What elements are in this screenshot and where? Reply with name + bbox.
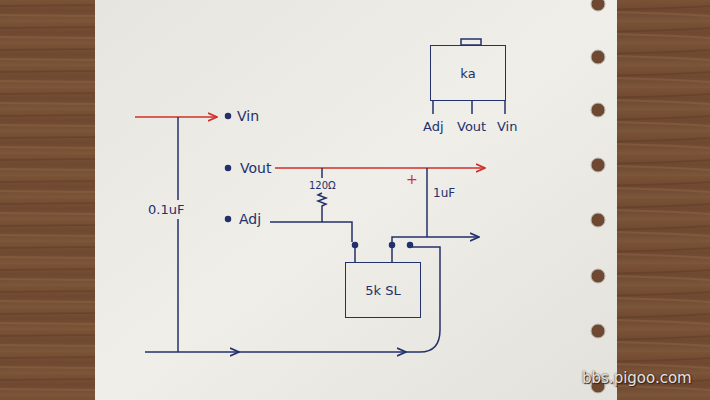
pin-label: Vout: [239, 160, 272, 176]
watermark: bbs.pigoo.com: [581, 370, 693, 387]
pin-label: Adj: [422, 119, 445, 134]
pin-label: Vout: [456, 119, 487, 134]
potentiometer-box: 5k SL: [345, 262, 421, 318]
box-label: ka: [460, 66, 475, 81]
pin-label: Vin: [496, 119, 518, 134]
resistor-value: 120Ω: [308, 180, 337, 192]
polarity-mark: +: [405, 171, 419, 187]
regulator-box: ka: [430, 45, 506, 101]
pin-label: Adj: [238, 211, 262, 227]
capacitor-value: 0.1uF: [147, 202, 185, 217]
capacitor-value: 1uF: [432, 186, 456, 200]
pin-label: Vin: [236, 108, 260, 124]
box-label: 5k SL: [365, 283, 400, 298]
